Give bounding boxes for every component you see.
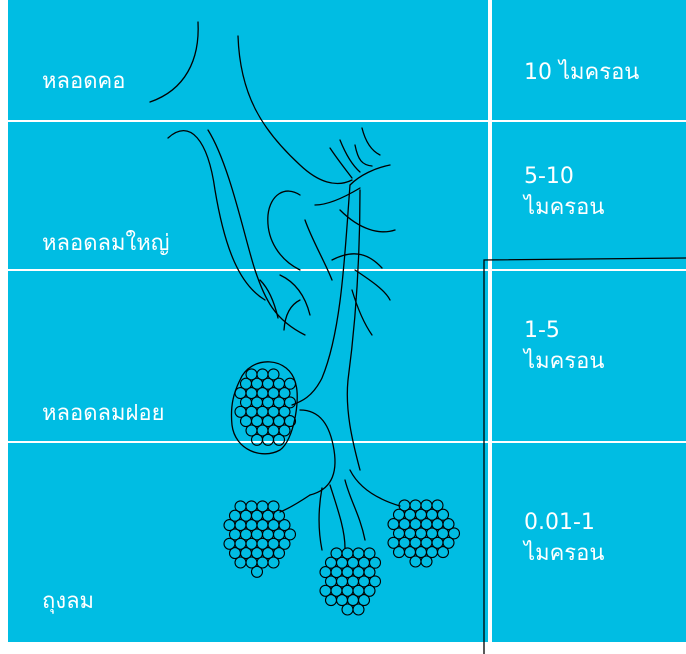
trunk-line bbox=[347, 190, 360, 470]
branch-line bbox=[355, 270, 390, 300]
alveolus-circle bbox=[438, 547, 449, 558]
alveolus-circle bbox=[394, 547, 405, 558]
branch-line bbox=[280, 495, 310, 512]
branch-line bbox=[330, 148, 352, 178]
alveolus-circle bbox=[263, 434, 274, 445]
branch-line bbox=[168, 131, 265, 300]
alveolus-circle bbox=[252, 566, 263, 577]
trunk-line bbox=[292, 185, 350, 405]
alveolus-circle bbox=[274, 434, 285, 445]
branch-line bbox=[330, 485, 345, 548]
alveolus-circle bbox=[252, 434, 263, 445]
trunk-line bbox=[300, 410, 335, 495]
branch-line bbox=[305, 220, 332, 280]
alveolus-circle bbox=[421, 556, 432, 567]
alveolus-circle bbox=[268, 557, 279, 568]
branch-line bbox=[355, 145, 372, 166]
branch-line bbox=[362, 128, 380, 155]
alveolus-circle bbox=[326, 595, 337, 606]
branch-line bbox=[315, 188, 360, 205]
branch-line bbox=[350, 470, 400, 506]
alveolus-circle bbox=[235, 557, 246, 568]
trachea-line bbox=[238, 36, 352, 184]
alveolus-circle bbox=[353, 604, 364, 615]
bracket-line bbox=[484, 258, 686, 654]
branch-line bbox=[284, 300, 300, 330]
branch-line bbox=[345, 480, 365, 540]
branch-line bbox=[268, 191, 300, 270]
trachea-line bbox=[150, 22, 198, 102]
branch-line bbox=[332, 254, 382, 268]
branch-line bbox=[208, 130, 305, 335]
alveolus-circle bbox=[342, 604, 353, 615]
branch-line bbox=[280, 275, 310, 315]
alveolus-circle bbox=[410, 556, 421, 567]
branch-line bbox=[319, 488, 322, 550]
